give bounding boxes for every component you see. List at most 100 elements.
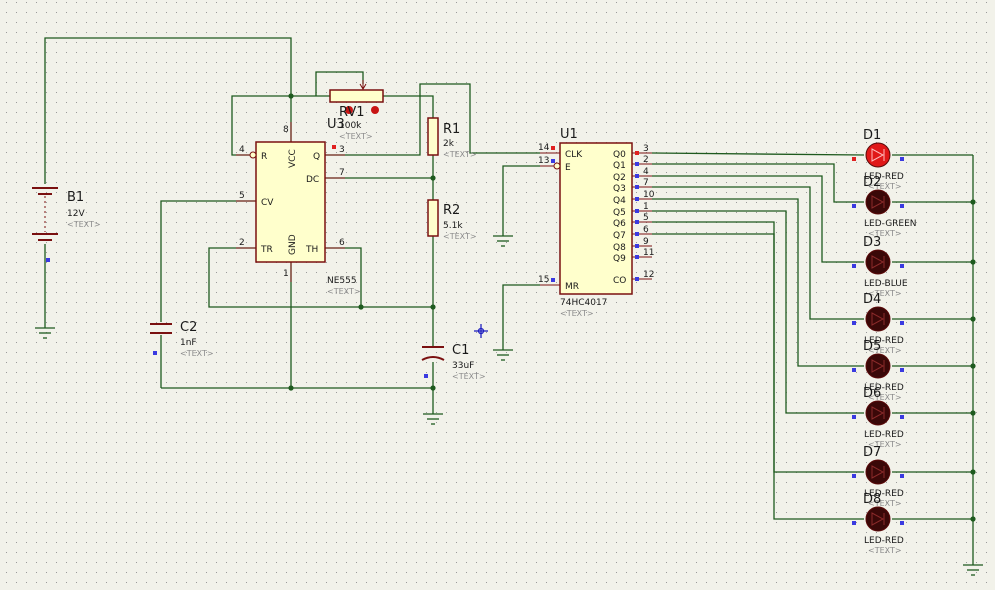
- q-output-wire: [652, 186, 864, 320]
- battery-placeholder: <TEXT>: [67, 220, 101, 229]
- pin-state-marker: [852, 204, 856, 208]
- ground-symbol: [493, 349, 513, 361]
- pin-state-marker: [635, 255, 639, 259]
- counter-pin-mr-label: MR: [565, 282, 579, 292]
- counter-pin-q7-number: 6: [643, 225, 649, 235]
- timer-pin-q-number: 3: [339, 145, 345, 155]
- led-placeholder: <TEXT>: [868, 546, 902, 555]
- junction-dots: [288, 93, 976, 522]
- counter-pin-q5-label: Q5: [613, 208, 626, 218]
- ground-symbols: [35, 235, 983, 576]
- counter-pin-e-number: 13: [538, 156, 549, 166]
- timer-pin-vcc-number: 8: [283, 125, 289, 135]
- r2-ref: R2: [443, 203, 460, 218]
- resistor-r1[interactable]: R1 2k <TEXT>: [427, 117, 477, 159]
- pin-state-marker: [852, 264, 856, 268]
- pin-state-marker: [900, 368, 904, 372]
- pin-state-marker: [635, 220, 639, 224]
- counter-pin-q4-number: 10: [643, 190, 655, 200]
- led-ref: D7: [863, 445, 881, 460]
- timer-ref: U3: [327, 117, 345, 132]
- counter-pin-q9-number: 11: [643, 248, 654, 258]
- counter-ref: U1: [560, 127, 578, 142]
- diode-symbol-icon: [871, 359, 885, 373]
- r1-ref: R1: [443, 122, 460, 137]
- diode-symbol-icon: [871, 312, 885, 326]
- counter-pin-q4-label: Q4: [613, 196, 626, 206]
- led-body: [865, 142, 891, 168]
- timer-pin-r-number: 4: [239, 145, 245, 155]
- capacitor-c2[interactable]: C2 1nF <TEXT>: [150, 320, 214, 358]
- pin-state-marker: [852, 474, 856, 478]
- diode-symbol-icon: [871, 512, 885, 526]
- pin-state-marker: [900, 474, 904, 478]
- battery-b1[interactable]: B1 12V <TEXT>: [32, 187, 101, 262]
- led-placeholder: <TEXT>: [868, 346, 902, 355]
- led-body: [865, 306, 891, 332]
- c2-ref: C2: [180, 320, 197, 335]
- timer-pin-cv-number: 5: [239, 191, 245, 201]
- pin-state-marker: [900, 264, 904, 268]
- timer-pin-vcc-label: VCC: [288, 149, 298, 168]
- counter-pin-q3-number: 7: [643, 178, 649, 188]
- battery-value: 12V: [67, 209, 85, 219]
- r2-placeholder: <TEXT>: [443, 232, 477, 241]
- led-body: [865, 249, 891, 275]
- counter-pin-e-label: E: [565, 163, 571, 173]
- pin-state-marker: [852, 321, 856, 325]
- counter-pin-q2-label: Q2: [613, 173, 626, 183]
- pot-value: 100k: [339, 121, 362, 131]
- resistor-r2[interactable]: R2 5.1k <TEXT>: [427, 199, 477, 241]
- counter-pin-q1-number: 2: [643, 155, 649, 165]
- led-placeholder: <TEXT>: [868, 229, 902, 238]
- pin-state-marker: [635, 174, 639, 178]
- pin-state-marker: [635, 162, 639, 166]
- pot-ref: RV1: [339, 105, 365, 120]
- pin-state-marker: [635, 209, 639, 213]
- diode-symbol-icon: [871, 148, 885, 162]
- q-output-wire: [652, 233, 864, 520]
- led-value: LED-BLUE: [864, 279, 908, 289]
- pin-state-marker: [852, 521, 856, 525]
- led-body: [865, 400, 891, 426]
- ground-symbol: [963, 564, 983, 576]
- timer-pin-r-label: R: [261, 152, 267, 162]
- timer-pin-dc-number: 7: [339, 168, 345, 178]
- pin-state-marker: [900, 321, 904, 325]
- timer-ic-u3[interactable]: R CV TR Q DC TH VCC GND 4 5 2 3 7 6 8 1 …: [236, 117, 361, 296]
- led-body: [865, 459, 891, 485]
- led-ref: D1: [863, 128, 881, 143]
- pot-decrement-icon[interactable]: [345, 106, 353, 114]
- pin-state-marker: [635, 185, 639, 189]
- counter-pin-co-label: CO: [613, 276, 626, 286]
- led-ref: D2: [863, 175, 881, 190]
- counter-pin-q0-label: Q0: [613, 150, 626, 160]
- r1-placeholder: <TEXT>: [443, 150, 477, 159]
- led-body: [865, 506, 891, 532]
- led-placeholder: <TEXT>: [868, 440, 902, 449]
- counter-pin-q1-label: Q1: [613, 161, 626, 171]
- led-body: [865, 353, 891, 379]
- pot-increment-icon[interactable]: [371, 106, 379, 114]
- ground-symbol: [423, 413, 443, 425]
- counter-pin-q8-label: Q8: [613, 243, 626, 253]
- capacitor-c1[interactable]: C1 33uF <TEXT>: [421, 343, 486, 381]
- led-ref: D4: [863, 292, 881, 307]
- pin-state-marker: [900, 204, 904, 208]
- counter-part: 74HC4017: [560, 298, 607, 308]
- potentiometer-rv1[interactable]: RV1 100k <TEXT>: [329, 80, 384, 141]
- crosshair-cursor-icon: [474, 324, 488, 338]
- led-body: [865, 189, 891, 215]
